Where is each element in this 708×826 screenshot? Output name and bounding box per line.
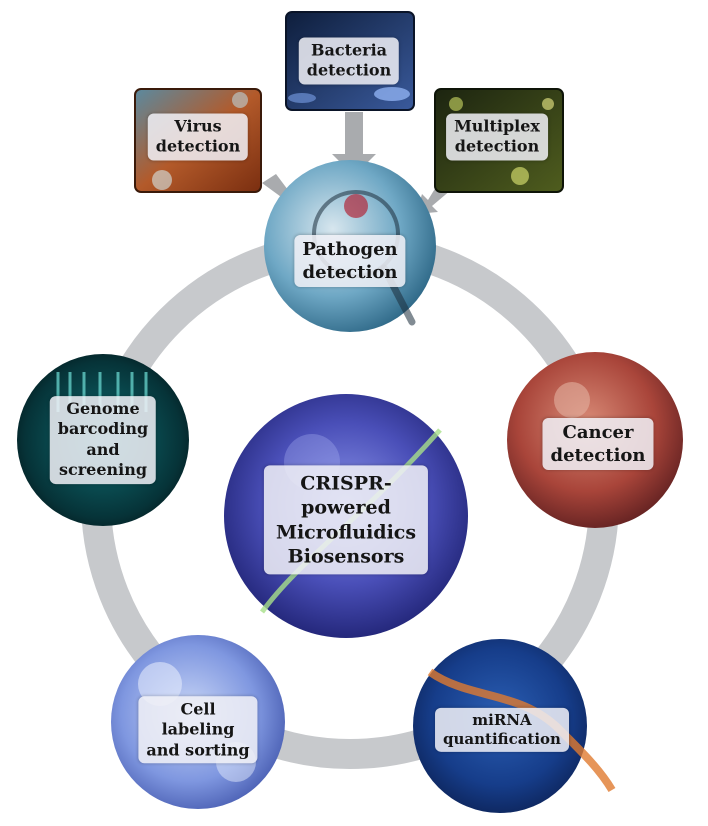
multiplex-detection-label: Multiplex detection: [446, 113, 548, 161]
cell-line-2: labeling: [161, 719, 235, 739]
center-line-4: Biosensors: [287, 545, 405, 568]
mirna-line-1: miRNA: [472, 710, 532, 729]
virus-line-2: detection: [155, 137, 241, 156]
cell-line-1: Cell: [180, 699, 216, 719]
mirna-line-2: quantification: [443, 730, 561, 748]
virus-line-1: Virus: [174, 116, 222, 136]
virus-detection-label: Virus detection: [147, 113, 249, 161]
genome-line-2: barcoding: [57, 419, 149, 439]
cancer-detection-label: Cancer detection: [542, 417, 654, 471]
cell-labeling-label: Cell labeling and sorting: [138, 696, 258, 764]
cell-line-3: and sorting: [146, 740, 250, 760]
pathogen-line-1: Pathogen: [302, 238, 398, 260]
genome-barcoding-label: Genome barcoding and screening: [49, 396, 157, 484]
genome-line-3: and: [86, 440, 120, 459]
center-line-2: powered: [301, 496, 391, 519]
genome-line-4: screening: [58, 460, 148, 480]
multiplex-line-1: Multiplex: [454, 116, 540, 136]
crispr-center-label: CRISPR- powered Microfluidics Biosensors: [263, 465, 429, 575]
center-line-3: Microfluidics: [275, 521, 417, 543]
center-line-1: CRISPR-: [300, 472, 392, 495]
pathogen-line-2: detection: [302, 262, 398, 283]
multiplex-line-2: detection: [454, 137, 540, 156]
cancer-line-2: detection: [550, 445, 646, 466]
pathogen-detection-label: Pathogen detection: [294, 234, 406, 288]
cancer-line-1: Cancer: [562, 421, 634, 443]
bacteria-line-2: detection: [306, 61, 392, 80]
bacteria-line-1: Bacteria: [310, 40, 388, 60]
genome-line-1: Genome: [66, 399, 140, 419]
bacteria-detection-label: Bacteria detection: [298, 37, 400, 85]
mirna-quantification-label: miRNA quantification: [435, 707, 569, 753]
